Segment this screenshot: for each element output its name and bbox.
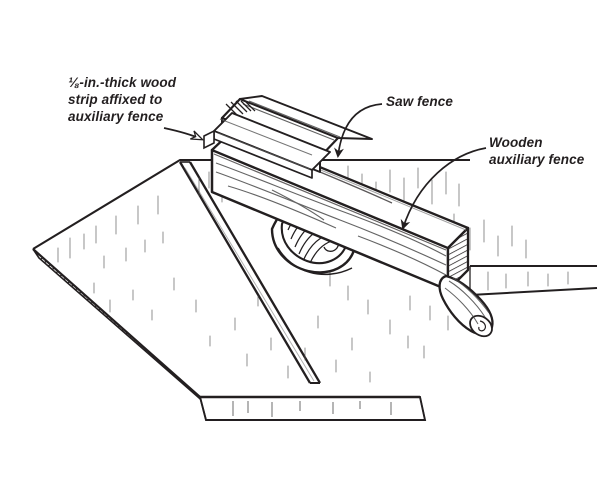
leader-wood-strip bbox=[163, 127, 201, 139]
miter-slot-groove bbox=[179, 161, 321, 384]
wood-strip bbox=[203, 112, 331, 179]
label-wood-strip: ⅛-in.-thick wood strip affixed to auxili… bbox=[68, 75, 177, 124]
leader-saw-fence bbox=[334, 103, 383, 158]
dowel-handle bbox=[438, 274, 494, 338]
label-auxiliary-fence: Wooden auxiliary fence bbox=[489, 135, 585, 167]
label-saw-fence: Saw fence bbox=[386, 94, 453, 109]
leader-auxiliary-fence bbox=[400, 147, 487, 230]
leader-lines bbox=[163, 103, 487, 230]
